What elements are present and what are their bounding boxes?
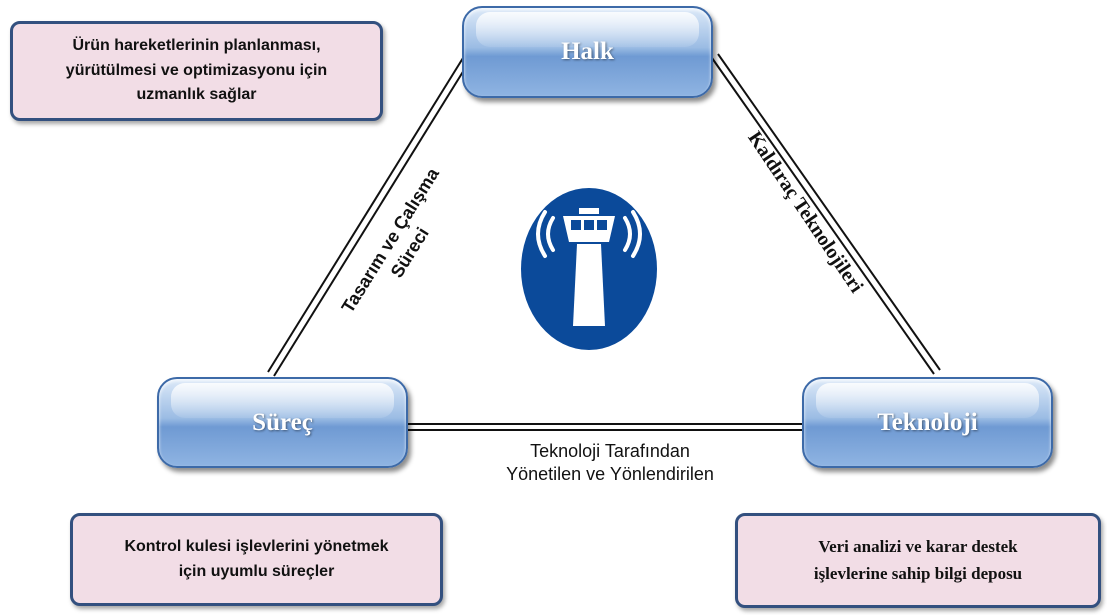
note-halk-line2: yürütülmesi ve optimizasyonu için bbox=[65, 61, 328, 79]
note-teknoloji-line1: Veri analizi ve karar destek bbox=[818, 537, 1018, 557]
node-teknoloji-label: Teknoloji bbox=[877, 408, 978, 436]
edge-label-bottom-line1: Teknoloji Tarafından bbox=[530, 441, 690, 461]
edge-halk-teknoloji bbox=[711, 57, 935, 375]
note-halk-line1: Ürün hareketlerinin planlanması, bbox=[72, 36, 321, 54]
note-surec-line2: için uyumlu süreçler bbox=[178, 562, 335, 580]
note-halk-line3: uzmanlık sağlar bbox=[136, 86, 257, 104]
node-surec: Süreç bbox=[157, 377, 408, 468]
edge-label-bottom-line2: Yönetilen ve Yönlendirilen bbox=[506, 464, 714, 485]
edge-halk-surec bbox=[267, 57, 464, 373]
note-teknoloji: Veri analizi ve karar destek işlevlerine… bbox=[735, 513, 1101, 608]
note-surec: Kontrol kulesi işlevlerini yönetmek için… bbox=[70, 513, 443, 606]
node-halk: Halk bbox=[462, 6, 713, 98]
note-halk: Ürün hareketlerinin planlanması, yürütül… bbox=[10, 21, 383, 121]
node-teknoloji: Teknoloji bbox=[802, 377, 1053, 468]
control-tower-icon bbox=[521, 188, 657, 350]
node-surec-label: Süreç bbox=[252, 408, 313, 436]
edge-label-bottom: Teknoloji Tarafından Yönetilen ve Yönlen… bbox=[440, 440, 780, 487]
note-teknoloji-line2: işlevlerine sahip bilgi deposu bbox=[813, 563, 1023, 583]
note-surec-line1: Kontrol kulesi işlevlerini yönetmek bbox=[124, 537, 389, 555]
node-halk-label: Halk bbox=[561, 38, 614, 65]
